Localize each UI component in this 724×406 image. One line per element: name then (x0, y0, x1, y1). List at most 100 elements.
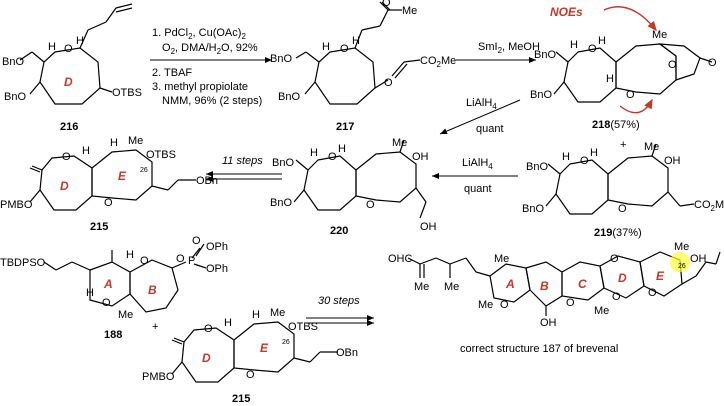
bno-label: BnO (270, 53, 292, 65)
lactone-oxygen: O (668, 59, 677, 71)
me-label: Me (392, 137, 407, 149)
carbonyl-oxygen: O (708, 57, 717, 69)
bno-label: BnO (2, 56, 24, 68)
pmbo-label: PMBO (0, 199, 33, 211)
me-label: Me (644, 141, 659, 153)
oph-label: OPh (206, 241, 228, 253)
h-label: H (606, 73, 614, 85)
bno-label: BnO (534, 49, 556, 61)
ring-label-a: A (505, 277, 515, 291)
h-label: H (338, 143, 346, 155)
bno-label: BnO (4, 91, 26, 103)
svg-text:219(37%): 219(37%) (594, 227, 642, 239)
ring-oxygen: O (500, 299, 509, 311)
svg-text:11 steps: 11 steps (222, 155, 263, 167)
oph-label: OPh (206, 263, 228, 275)
svg-text:218(57%): 218(57%) (592, 119, 640, 131)
h-label: H (570, 39, 578, 51)
bno-label: BnO (530, 89, 552, 101)
c26-label: 26 (678, 263, 686, 270)
ring-label-c: C (578, 277, 587, 291)
bno-label: BnO (522, 203, 544, 215)
h-label: H (86, 287, 94, 299)
ring-oxygen: O (618, 203, 627, 215)
ring-oxygen: O (104, 197, 113, 209)
compound-number-216: 216 (60, 121, 78, 133)
obn-label: OBn (196, 175, 218, 187)
compound-219: BnO BnO O O Me OH CO2Me H H 219(37%) (522, 141, 724, 239)
ring-oxygen: O (204, 323, 213, 335)
svg-text:3. methyl propiolate: 3. methyl propiolate (152, 81, 248, 93)
svg-text:O2, DMA/H2O, 92%: O2, DMA/H2O, 92% (162, 42, 258, 56)
ring-oxygen: O (566, 297, 575, 309)
ring-oxygen: O (366, 199, 375, 211)
ring-oxygen: O (626, 89, 635, 101)
noes-label: NOEs (550, 5, 583, 19)
c26-label: 26 (282, 339, 290, 346)
h-label: H (252, 309, 260, 321)
ohc-label: OHC (388, 253, 413, 265)
bno-label: BnO (278, 91, 300, 103)
svg-text:LiAlH4: LiAlH4 (462, 157, 493, 171)
h-label: H (126, 249, 134, 261)
svg-text:quant: quant (464, 183, 492, 195)
svg-text:SmI2, MeOH: SmI2, MeOH (478, 41, 540, 55)
oh-label: OH (412, 151, 429, 163)
me-label: Me (118, 309, 133, 321)
me-label: Me (594, 305, 609, 317)
h-label: H (322, 41, 330, 53)
me-label: Me (444, 281, 459, 293)
h-label: H (352, 35, 360, 47)
compound-220: BnO BnO O O Me OH OH H H 220 (270, 137, 437, 237)
me-label: Me (674, 241, 689, 253)
ring-label-e: E (656, 269, 665, 283)
ring-label-e: E (118, 169, 127, 183)
reaction-arrow-217-218: SmI2, MeOH (456, 41, 540, 63)
me-label: Me (494, 253, 509, 265)
compound-217: O Me CO2Me O BnO BnO O H H 217 (270, 0, 456, 133)
svg-text:CO2Me: CO2Me (420, 55, 456, 69)
ring-oxygen: O (246, 369, 255, 381)
oh-label: OH (690, 253, 707, 265)
tbdpso-label: TBDPSO (0, 257, 46, 269)
oh-label: OH (664, 155, 681, 167)
h-label: H (82, 145, 90, 157)
me-label: Me (402, 5, 417, 17)
bno-label: BnO (270, 197, 292, 209)
ring-oxygen: O (176, 253, 185, 265)
ring-label-b: B (148, 283, 157, 297)
ring-oxygen: O (610, 253, 619, 265)
ring-label-e: E (260, 341, 269, 355)
h-label: H (598, 35, 606, 47)
compound-216: BnO BnO OTBS O H H D 216 (2, 3, 142, 133)
compound-187-brevenal: OHC Me Me Me O O O O O OH Me OH 26 Me Me… (388, 241, 721, 355)
h-label: H (110, 137, 118, 149)
ring-oxygen: O (62, 151, 71, 163)
ring-label-a: A (103, 277, 113, 291)
svg-text:NMM, 96% (2 steps): NMM, 96% (2 steps) (162, 95, 262, 107)
compound-number-215: 215 (90, 221, 108, 233)
bno-label: BnO (272, 157, 294, 169)
compound-number-188: 188 (104, 329, 122, 341)
compound-188: TBDPSO O O O P O OPh OPh Me H H A B 188 (0, 235, 228, 341)
svg-text:CO2Me: CO2Me (694, 199, 724, 213)
compound-number-215: 215 (232, 393, 250, 405)
svg-text:30 steps: 30 steps (318, 295, 360, 307)
reaction-arrow-216-217: 1. PdCl2, Cu(OAc)2 O2, DMA/H2O, 92% 2. T… (150, 27, 272, 107)
otbs-label: OTBS (146, 149, 176, 161)
h-label: H (590, 147, 598, 159)
otbs-label: OTBS (288, 321, 318, 333)
svg-text:quant: quant (476, 123, 504, 135)
compound-number-217: 217 (336, 121, 354, 133)
h-label: H (48, 41, 56, 53)
ring-oxygen: O (102, 297, 111, 309)
ring-oxygen: O (588, 43, 597, 55)
reaction-arrow-219-220: LiAlH4 quant (432, 157, 518, 195)
ether-oxygen: O (384, 77, 393, 89)
obn-label: OBn (336, 347, 358, 359)
me-label: Me (478, 299, 493, 311)
plus-sign: + (152, 321, 158, 333)
me-label: Me (414, 281, 429, 293)
brevenal-caption: correct structure 187 of brevenal (460, 343, 618, 355)
oh-label: OH (540, 317, 557, 329)
